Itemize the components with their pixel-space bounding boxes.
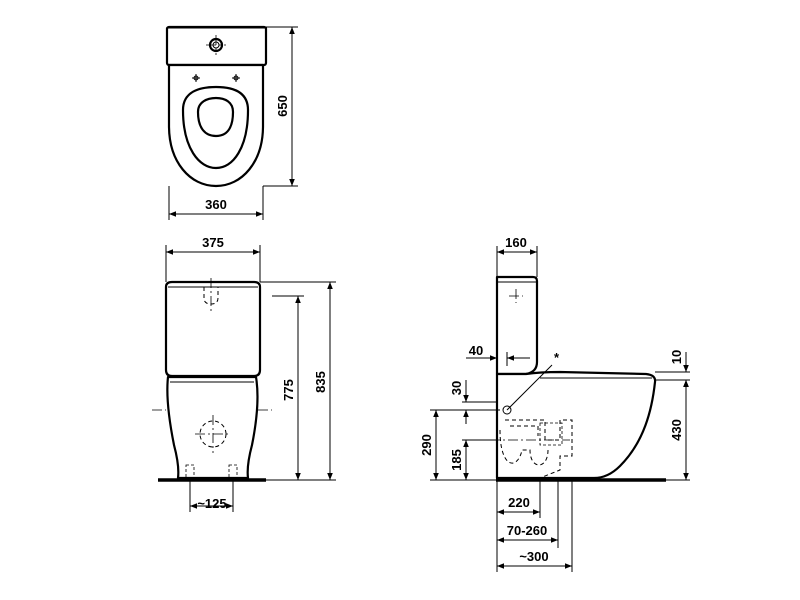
dim-125-label: ~125 [197,496,226,511]
dim-300-label: ~300 [519,549,548,564]
dim-290-label: 290 [419,434,434,456]
asterisk-note-label: * [554,350,560,365]
dim-775-label: 775 [281,379,296,401]
top-view-seat-opening [196,96,235,138]
front-view: 375 775 835 ~125 [152,235,336,512]
dim-40-label: 40 [469,343,483,358]
front-view-tank [164,280,262,378]
side-view: * 160 40 30 290 185 [419,235,690,572]
dim-835-label: 835 [313,371,328,393]
side-view-tank [495,275,539,376]
trapway-hidden [505,419,573,479]
water-inlet-icon [502,405,512,415]
dim-10-label: 10 [669,350,684,364]
dim-220-label: 220 [508,495,530,510]
dim-30-label: 30 [449,381,464,395]
front-view-bowl [166,375,259,480]
dim-360-label: 360 [205,197,227,212]
side-view-bowl [495,370,657,480]
dim-375-label: 375 [202,235,224,250]
dim-650-label: 650 [275,95,290,117]
dim-70-260-label: 70-260 [507,523,547,538]
dim-185-label: 185 [449,449,464,471]
dim-160-label: 160 [505,235,527,250]
dim-430-label: 430 [669,419,684,441]
outlet-pipe-hidden [539,422,563,446]
top-view: 360 650 [165,25,298,220]
